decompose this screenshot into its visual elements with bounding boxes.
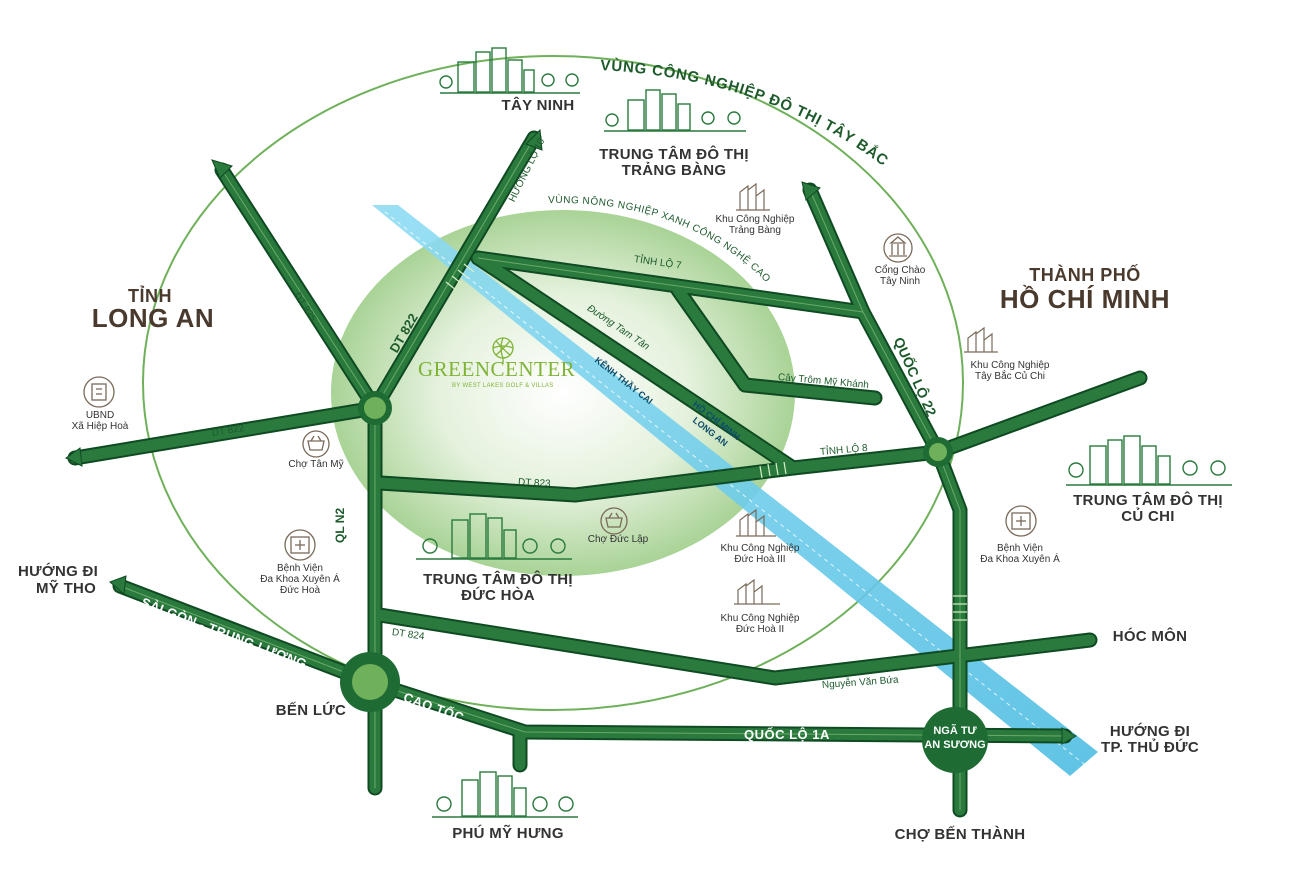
place-my-tho-line1: HƯỚNG ĐI bbox=[18, 563, 99, 580]
place-hoc-mon: HÓC MÔN bbox=[1112, 628, 1188, 645]
bridges bbox=[445, 263, 967, 621]
city-icon-duc-hoa bbox=[416, 513, 572, 560]
poi-bv-xuyen-a-line2: Đa Khoa Xuyên Á bbox=[980, 554, 1060, 565]
region-long-an: LONG AN bbox=[91, 303, 215, 333]
poi-bv-duc-hoa-line2: Đa Khoa Xuyên Á bbox=[260, 574, 340, 585]
poi-bv-duc-hoa-line3: Đức Hoà bbox=[279, 585, 321, 596]
poi-cong-chao-line1: Cổng Chào bbox=[874, 265, 926, 276]
hospital-icon-duc-hoa bbox=[284, 529, 316, 561]
poi-bv-xuyen-a-line1: Bệnh Viện bbox=[997, 543, 1043, 554]
city-icon-phu-my-hung bbox=[432, 771, 578, 818]
place-nga-tu-line2: AN SƯƠNG bbox=[924, 739, 986, 751]
place-phu-my-hung: PHÚ MỸ HƯNG bbox=[452, 825, 564, 842]
city-icon-cu-chi bbox=[1066, 435, 1232, 486]
road-label-ql-n2: QL N2 bbox=[333, 507, 347, 543]
market-icon-duc-lap bbox=[600, 507, 628, 535]
road-label-dt823: DT 823 bbox=[517, 477, 551, 490]
place-nga-tu-line1: NGÃ TƯ bbox=[933, 725, 977, 737]
roundabouts bbox=[340, 391, 988, 773]
region-long-an-prefix: TỈNH bbox=[128, 286, 172, 306]
poi-kcn-trang-bang-line1: Khu Công Nghiệp bbox=[715, 214, 795, 225]
place-trang-bang-line2: TRẢNG BÀNG bbox=[621, 162, 727, 179]
road-label-quoc-lo-1a: QUỐC LỘ 1A bbox=[744, 727, 830, 742]
factory-icon-trang-bang bbox=[736, 182, 770, 211]
place-thu-duc-line1: HƯỚNG ĐI bbox=[1109, 723, 1191, 740]
region-circle bbox=[142, 55, 964, 711]
region-hcm: HỒ CHÍ MINH bbox=[999, 284, 1171, 314]
region-hcm-prefix: THÀNH PHỐ bbox=[1029, 265, 1141, 285]
poi-cho-tan-my: Chợ Tân Mỹ bbox=[288, 459, 344, 470]
place-cu-chi-line2: CỦ CHI bbox=[1121, 508, 1175, 525]
logo-mark-icon bbox=[492, 337, 514, 364]
hospital-icon-xuyen-a bbox=[1005, 505, 1037, 537]
office-icon-ubnd bbox=[83, 376, 115, 408]
poi-cho-duc-lap: Chợ Đức Lập bbox=[587, 534, 649, 545]
place-cho-ben-thanh: CHỢ BẾN THÀNH bbox=[894, 826, 1026, 843]
poi-kcn-tay-bac-line1: Khu Công Nghiệp bbox=[970, 360, 1050, 371]
poi-kcn-tay-bac-line2: Tây Bắc Củ Chi bbox=[974, 371, 1046, 382]
poi-kcn-duc-hoa3-line1: Khu Công Nghiệp bbox=[720, 543, 800, 554]
poi-kcn-duc-hoa2-line1: Khu Công Nghiệp bbox=[720, 613, 800, 624]
factory-icon-duc-hoa-3 bbox=[736, 508, 776, 537]
place-duc-hoa-line1: TRUNG TÂM ĐÔ THỊ bbox=[423, 571, 573, 588]
poi-bv-duc-hoa-line1: Bệnh Viện bbox=[277, 563, 323, 574]
project-logo-tagline: BY WEST LAKES GOLF & VILLAS bbox=[452, 383, 554, 389]
place-trang-bang-line1: TRUNG TÂM ĐÔ THỊ bbox=[599, 146, 749, 163]
road-network bbox=[67, 130, 1148, 818]
city-icon-trang-bang bbox=[604, 89, 746, 132]
poi-kcn-duc-hoa2-line2: Đức Hoà II bbox=[735, 624, 785, 635]
place-thu-duc-line2: TP. THỦ ĐỨC bbox=[1101, 739, 1199, 756]
city-icon-tay-ninh bbox=[439, 47, 580, 94]
poi-ubnd-line2: Xã Hiệp Hoà bbox=[71, 421, 129, 432]
poi-kcn-trang-bang-line2: Trảng Bàng bbox=[729, 225, 781, 236]
place-my-tho-line2: MỸ THO bbox=[36, 580, 97, 597]
poi-cong-chao-line2: Tây Ninh bbox=[879, 276, 920, 287]
poi-ubnd-line1: UBND bbox=[85, 410, 115, 421]
place-ben-luc: BẾN LỨC bbox=[275, 702, 347, 719]
gate-icon bbox=[883, 233, 913, 263]
road-arrow-ends bbox=[65, 128, 1078, 745]
place-tay-ninh: TÂY NINH bbox=[501, 97, 575, 114]
place-duc-hoa-line2: ĐỨC HÒA bbox=[461, 587, 535, 604]
poi-kcn-duc-hoa3-line2: Đức Hoà III bbox=[734, 554, 786, 565]
project-logo-name: GREENCENTER bbox=[418, 357, 576, 381]
canal-thay-cai bbox=[372, 205, 1098, 776]
factory-icon-duc-hoa-2 bbox=[734, 578, 780, 605]
place-cu-chi-line1: TRUNG TÂM ĐÔ THỊ bbox=[1073, 492, 1223, 509]
market-icon-tan-my bbox=[302, 430, 330, 458]
factory-icon-tay-bac bbox=[964, 326, 998, 353]
